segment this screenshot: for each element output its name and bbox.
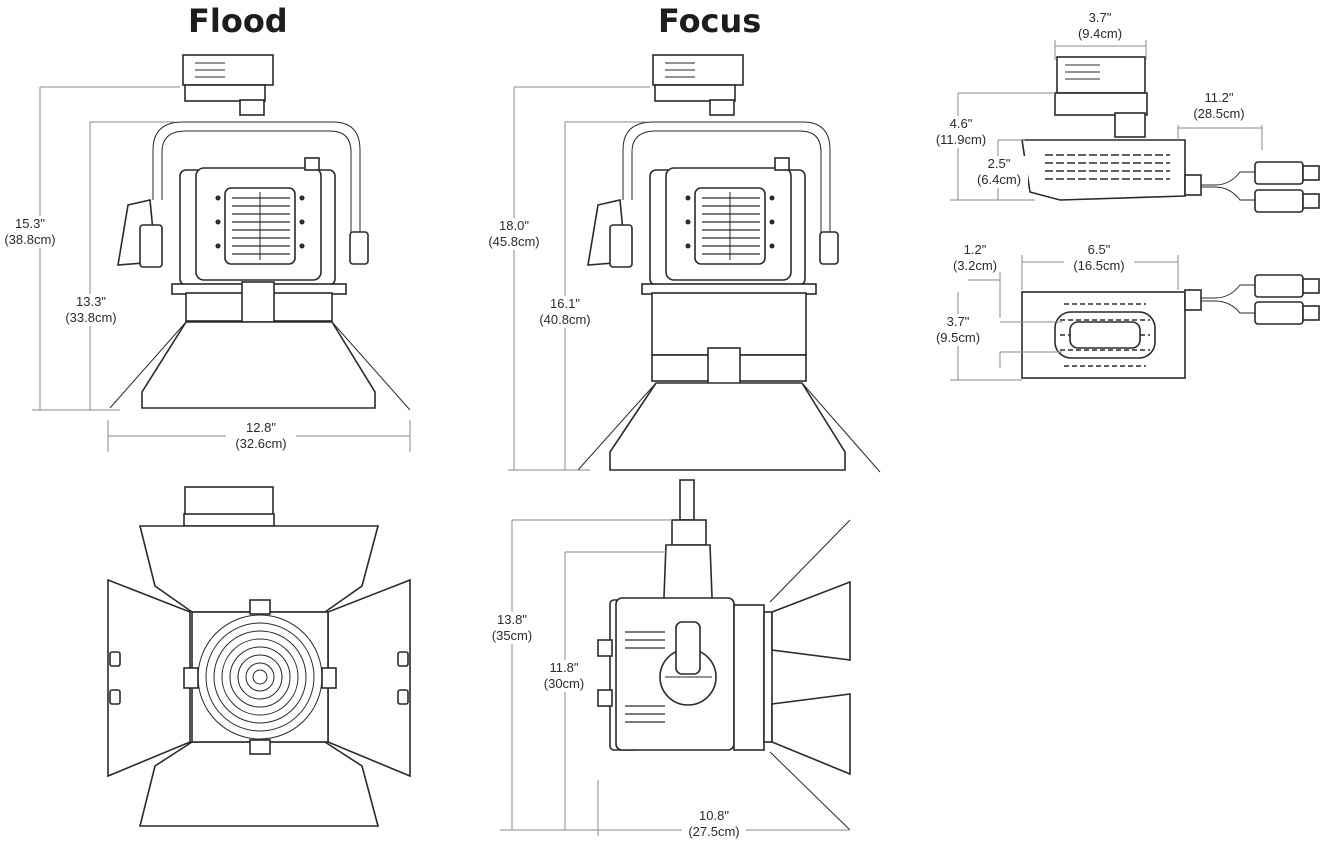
dim-imperial: 2.5"	[987, 156, 1011, 171]
focus-front-view	[577, 54, 881, 473]
adapter-side-view	[1021, 56, 1320, 213]
dim-focus-total-height: 18.0" (45.8cm)	[482, 218, 546, 250]
dim-imperial: 4.6"	[949, 116, 973, 131]
flood-barndoor-view	[107, 486, 411, 827]
dim-metric: (45.8cm)	[488, 234, 540, 249]
dim-focus-body-height: 16.1" (40.8cm)	[532, 296, 598, 328]
focus-front-dimension-lines	[508, 86, 650, 471]
dim-metric: (9.4cm)	[1077, 26, 1123, 41]
dim-box-width: 3.7" (9.5cm)	[928, 314, 988, 346]
dim-box-offset: 1.2" (3.2cm)	[944, 242, 1006, 274]
dim-imperial: 11.2"	[1204, 90, 1234, 105]
dim-metric: (11.9cm)	[935, 132, 987, 147]
dim-flood-total-height: 15.3" (38.8cm)	[2, 216, 58, 248]
dim-adapter-width: 3.7" (9.4cm)	[1068, 10, 1132, 42]
dim-imperial: 11.8"	[549, 660, 579, 675]
dim-metric: (32.6cm)	[235, 436, 287, 451]
dim-imperial: 16.1"	[550, 296, 580, 311]
flood-heading: Flood	[188, 2, 288, 40]
dim-metric: (33.8cm)	[65, 310, 117, 325]
adapter-top-view	[1021, 274, 1320, 379]
dim-adapter-height: 4.6" (11.9cm)	[928, 116, 994, 148]
dim-metric: (16.5cm)	[1073, 258, 1125, 273]
focus-heading: Focus	[658, 2, 762, 40]
dim-metric: (9.5cm)	[935, 330, 981, 345]
focus-side-view	[597, 479, 851, 831]
dim-imperial: 13.8"	[497, 612, 527, 627]
dim-imperial: 3.7"	[946, 314, 970, 329]
dim-imperial: 6.5"	[1087, 242, 1111, 257]
dim-metric: (38.8cm)	[4, 232, 56, 247]
dim-imperial: 10.8"	[699, 808, 729, 823]
dim-cable-length: 11.2" (28.5cm)	[1186, 90, 1252, 122]
dim-imperial: 1.2"	[963, 242, 987, 257]
dim-box-height: 2.5" (6.4cm)	[970, 156, 1028, 188]
flood-front-view	[109, 54, 411, 411]
dim-metric: (6.4cm)	[976, 172, 1022, 187]
dim-metric: (40.8cm)	[539, 312, 591, 327]
dim-metric: (28.5cm)	[1193, 106, 1245, 121]
dim-metric: (3.2cm)	[952, 258, 998, 273]
dim-imperial: 12.8"	[246, 420, 276, 435]
dim-metric: (35cm)	[491, 628, 533, 643]
dim-flood-width: 12.8" (32.6cm)	[226, 420, 296, 452]
dim-imperial: 13.3"	[76, 294, 106, 309]
dim-side-total-height: 13.8" (35cm)	[484, 612, 540, 644]
dim-metric: (30cm)	[543, 676, 585, 691]
dim-box-length: 6.5" (16.5cm)	[1064, 242, 1134, 274]
dim-imperial: 15.3"	[15, 216, 45, 231]
dim-side-depth: 10.8" (27.5cm)	[682, 808, 746, 840]
dim-imperial: 18.0"	[499, 218, 529, 233]
dim-side-body-height: 11.8" (30cm)	[536, 660, 592, 692]
dim-metric: (27.5cm)	[688, 824, 740, 839]
dim-imperial: 3.7"	[1088, 10, 1112, 25]
dim-flood-body-height: 13.3" (33.8cm)	[56, 294, 126, 326]
